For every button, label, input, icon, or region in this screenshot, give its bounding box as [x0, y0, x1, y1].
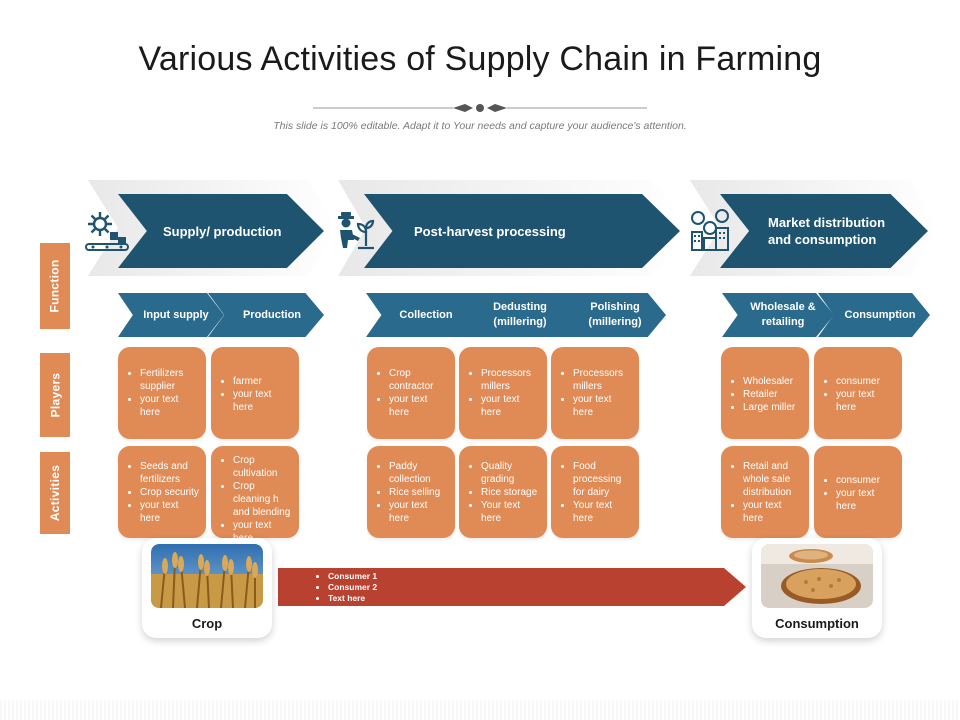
flow-item: Consumer 2: [328, 582, 377, 593]
stage-label: Supply/ production: [163, 223, 282, 239]
sub-arrow-label: Wholesale & retailing: [750, 301, 816, 328]
card-item: Crop cleaning h and blending: [233, 480, 293, 519]
activities-card: Paddy collectionRice sellingyour text he…: [367, 446, 455, 538]
side-tab-function-label: Function: [48, 259, 62, 313]
side-tab-players: Players: [40, 353, 70, 437]
title-divider: [313, 104, 647, 112]
players-card: Fertilizers supplieryour text here: [118, 347, 206, 439]
players-card: Crop contractoryour text here: [367, 347, 455, 439]
market-people-icon: [691, 209, 729, 251]
card-item: Large miller: [743, 401, 803, 414]
players-card: consumeryour text here: [814, 347, 902, 439]
gear-conveyor-icon: [85, 212, 129, 251]
wheat-field-image: [151, 544, 263, 608]
card-item: Rice storage: [481, 486, 541, 499]
card-item: your text here: [743, 499, 803, 525]
card-item: Retailer: [743, 388, 803, 401]
card-item: Wholesaler: [743, 375, 803, 388]
card-item: Processors millers: [481, 367, 541, 393]
pie-dish-image: [761, 544, 873, 608]
card-item: Rice selling: [389, 486, 449, 499]
card-item: Paddy collection: [389, 460, 449, 486]
card-item: Crop cultivation: [233, 454, 293, 480]
card-item: Seeds and fertilizers: [140, 460, 200, 486]
card-item: your text here: [573, 393, 633, 419]
side-tab-activities-label: Activities: [48, 464, 63, 522]
card-item: Your text here: [481, 499, 541, 525]
flow-arrow-text: Consumer 1 Consumer 2 Text here: [316, 571, 377, 604]
card-item: consumer: [836, 474, 896, 487]
farmer-plant-icon: [338, 212, 375, 250]
players-card: WholesalerRetailerLarge miller: [721, 347, 809, 439]
subtitle: This slide is 100% editable. Adapt it to…: [273, 120, 687, 132]
card-item: Fertilizers supplier: [140, 367, 200, 393]
card-item: Crop security: [140, 486, 200, 499]
activities-card: Crop cultivationCrop cleaning h and blen…: [211, 446, 299, 544]
footer-stripe: [0, 700, 960, 720]
card-item: consumer: [836, 375, 896, 388]
consumption-label: Consumption: [775, 616, 859, 631]
card-item: Food processing for dairy: [573, 460, 633, 499]
page-title: Various Activities of Supply Chain in Fa…: [138, 40, 822, 78]
sub-arrow-label: Consumption: [844, 308, 916, 321]
card-item: your text here: [389, 499, 449, 525]
card-item: your text here: [233, 388, 293, 414]
activities-card: consumeryour text here: [814, 446, 902, 538]
sub-arrow-label: Polishing (millering): [588, 301, 642, 328]
sub-arrow-label: Input supply: [143, 308, 209, 321]
sub-arrow-label: Collection: [399, 308, 453, 321]
card-item: Your text here: [573, 499, 633, 525]
sub-arrow-collection: Collection: [366, 293, 476, 337]
flow-arrow: [278, 568, 746, 606]
card-item: Quality grading: [481, 460, 541, 486]
activities-card: Food processing for dairyYour text here: [551, 446, 639, 538]
card-item: farmer: [233, 375, 293, 388]
sub-arrow-polishing: Polishing (millering): [552, 293, 666, 337]
stage-label: Post-harvest processing: [414, 223, 566, 239]
flow-item: Text here: [328, 593, 377, 604]
sub-arrow-label: Production: [242, 308, 302, 321]
stage-arrow-post-harvest: Post-harvest processing: [364, 194, 680, 268]
card-item: your text here: [389, 393, 449, 419]
card-item: your text here: [140, 393, 200, 419]
side-tab-function: Function: [40, 243, 70, 329]
card-item: Retail and whole sale distribution: [743, 460, 803, 499]
players-card: Processors millersyour text here: [459, 347, 547, 439]
side-tab-activities: Activities: [40, 452, 70, 534]
players-card: Processors millersyour text here: [551, 347, 639, 439]
stage-label: Market distribution and consumption: [768, 215, 886, 247]
flow-item: Consumer 1: [328, 571, 377, 582]
crop-label: Crop: [191, 616, 223, 631]
activities-card: Quality gradingRice storageYour text her…: [459, 446, 547, 538]
players-card: farmeryour text here: [211, 347, 299, 439]
crop-card: Crop: [142, 538, 272, 638]
stage-arrow-supply-production: Supply/ production: [118, 194, 324, 268]
sub-arrow-production: Production: [208, 293, 324, 337]
stage-arrow-market-distribution: Market distribution and consumption: [720, 194, 928, 268]
sub-arrow-input-supply: Input supply: [118, 293, 224, 337]
activities-card: Seeds and fertilizersCrop securityyour t…: [118, 446, 206, 538]
sub-arrow-dedusting: Dedusting (millering): [458, 293, 570, 337]
card-item: Processors millers: [573, 367, 633, 393]
card-item: your text here: [140, 499, 200, 525]
activities-card: Retail and whole sale distributionyour t…: [721, 446, 809, 538]
card-item: your text here: [481, 393, 541, 419]
sub-arrow-wholesale: Wholesale & retailing: [722, 293, 834, 337]
side-tab-players-label: Players: [48, 372, 62, 418]
sub-arrow-label: Dedusting (millering): [493, 301, 547, 328]
consumption-card: Consumption: [752, 538, 882, 638]
card-item: Crop contractor: [389, 367, 449, 393]
sub-arrow-consumption: Consumption: [818, 293, 930, 337]
card-item: your text here: [836, 487, 896, 513]
card-item: your text here: [836, 388, 896, 414]
